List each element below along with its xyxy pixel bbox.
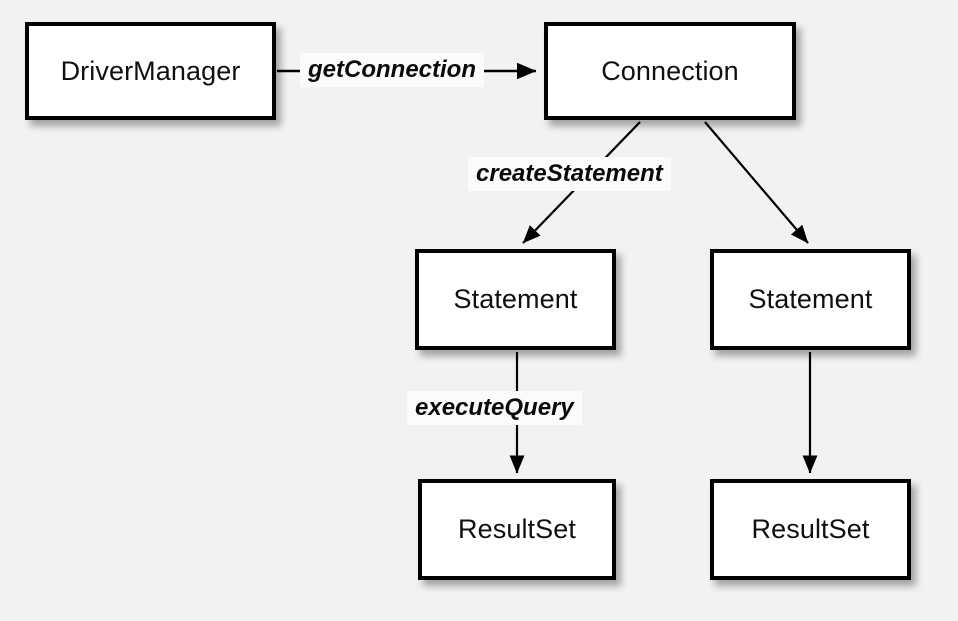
edge-label-execute-query: executeQuery: [407, 391, 582, 426]
node-connection[interactable]: Connection: [544, 22, 796, 120]
node-resultset-right[interactable]: ResultSet: [710, 479, 911, 580]
edge-label-get-connection: getConnection: [300, 53, 484, 88]
node-connection-label: Connection: [601, 55, 739, 86]
node-resultset-left[interactable]: ResultSet: [418, 479, 616, 580]
edge-create-statement-2: [704, 121, 809, 244]
node-statement-right[interactable]: Statement: [710, 249, 911, 350]
edge-label-create-statement: createStatement: [468, 157, 671, 192]
node-statement-left[interactable]: Statement: [415, 249, 616, 350]
node-driver-manager-label: DriverManager: [60, 55, 241, 86]
node-statement-right-label: Statement: [748, 284, 873, 314]
edge-create-statement-2-line: [704, 121, 809, 244]
node-driver-manager[interactable]: DriverManager: [25, 22, 276, 120]
node-statement-left-label: Statement: [453, 284, 578, 314]
node-resultset-right-label: ResultSet: [751, 514, 870, 544]
node-resultset-left-label: ResultSet: [458, 514, 576, 544]
